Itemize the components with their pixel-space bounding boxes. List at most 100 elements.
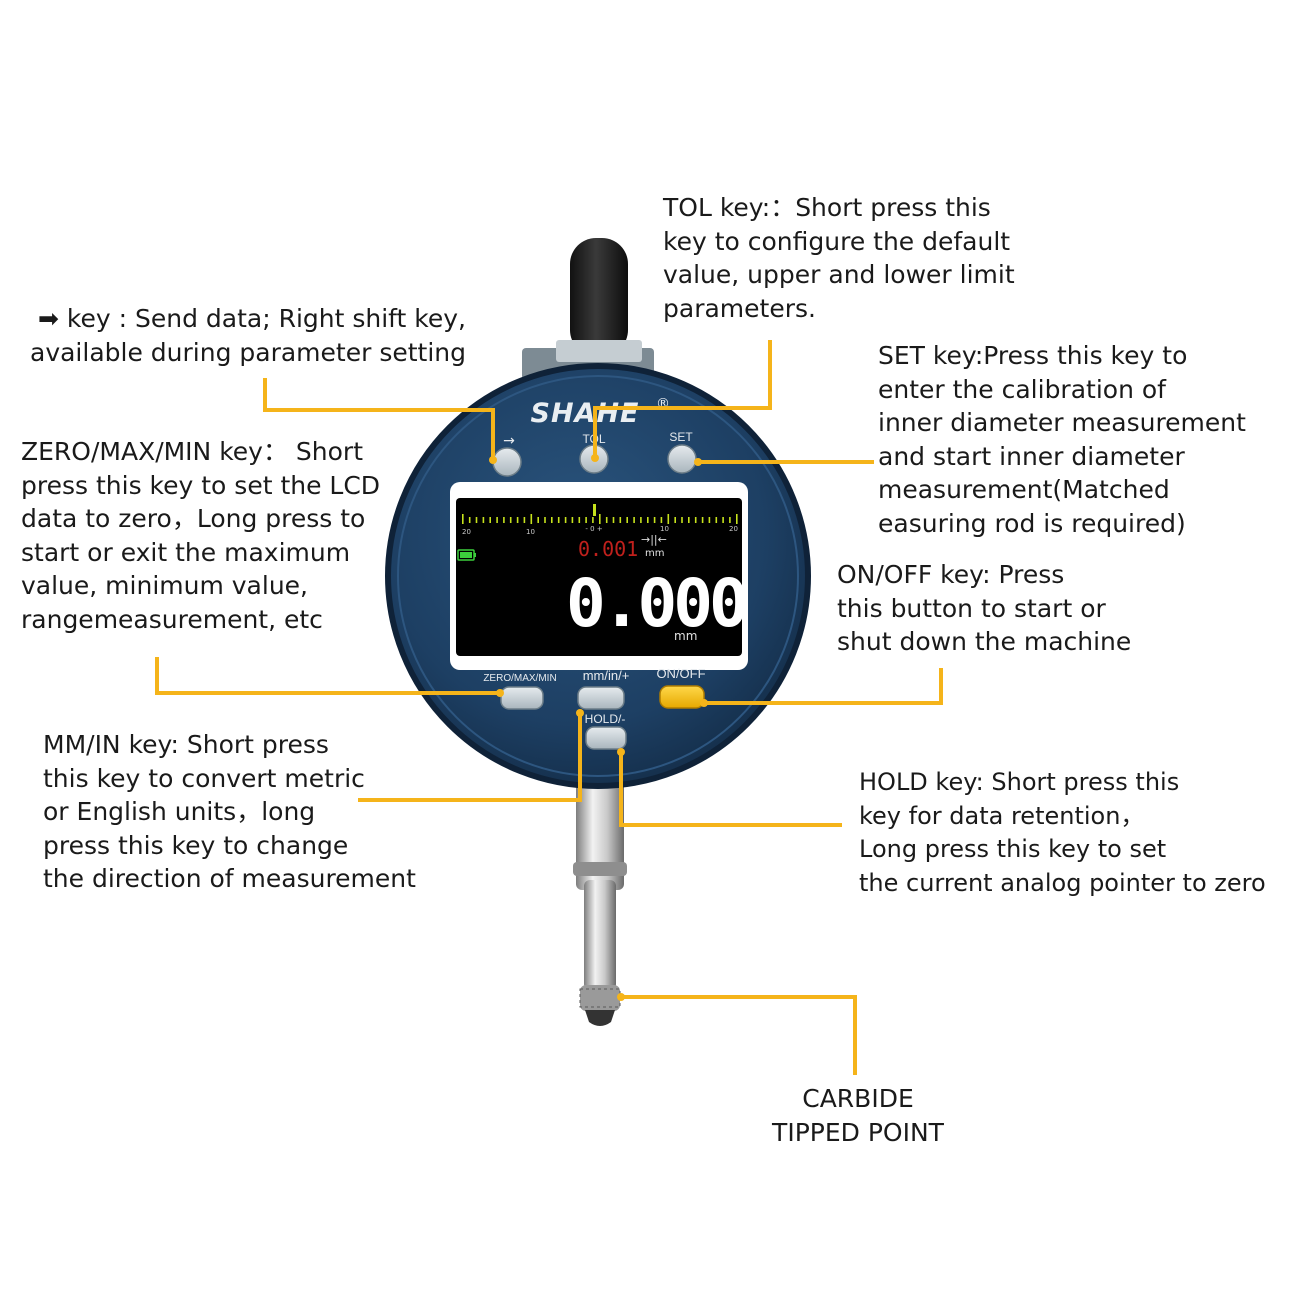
callout-line: CARBIDE: [802, 1084, 914, 1113]
scale-tick: [605, 517, 608, 523]
zero-button-label: ZERO/MAX/MIN: [483, 673, 556, 684]
spindle: [584, 880, 616, 990]
scale-tick: [482, 517, 485, 523]
callout-line: shut down the machine: [837, 627, 1132, 656]
callout-line: ZERO/MAX/MIN key： Short: [21, 437, 364, 466]
callout-line: Long press this key to set: [859, 835, 1167, 863]
send-button[interactable]: [492, 447, 522, 477]
scale-tick: [468, 517, 471, 523]
hold-button-label: HOLD/-: [585, 712, 626, 726]
callout-line: or English units，long: [43, 797, 316, 826]
scale-tick: [537, 517, 539, 523]
scale-tick: [496, 517, 498, 523]
scale-tick: [694, 517, 697, 523]
scale-tick: [530, 514, 533, 524]
callout-onoff-key: ON/OFF key: Press this button to start o…: [837, 558, 1131, 659]
scale-tick: [544, 517, 546, 523]
brand-logo: SHAHE: [531, 398, 640, 429]
scale-tick: [653, 517, 656, 523]
zero-button[interactable]: [500, 686, 544, 710]
lcd-screen: [456, 498, 742, 656]
stem-ring: [573, 862, 627, 876]
scale-tick: [509, 517, 512, 523]
callout-line: and start inner diameter: [878, 441, 1185, 471]
callout-line: key for data retention，: [859, 801, 1145, 830]
scale-tick: [660, 517, 663, 523]
scale-tick: [647, 517, 649, 523]
scale-tick: [516, 517, 519, 523]
callout-line: value, minimum value,: [21, 571, 308, 600]
scale-tick: [475, 517, 478, 523]
top-collar: [556, 340, 642, 362]
callout-line: start or exit the maximum: [21, 537, 351, 567]
leader-zero: [155, 657, 500, 695]
callout-line: HOLD key: Short press this: [859, 768, 1180, 796]
tolerance-readout: 0.001: [578, 537, 638, 561]
hold-button[interactable]: [585, 726, 627, 750]
scale-right-mid-label: 10: [660, 525, 669, 533]
scale-left-mid-label: 10: [526, 528, 535, 536]
onoff-button[interactable]: [659, 685, 705, 709]
scale-tick: [551, 517, 553, 523]
leader-hold: [619, 752, 842, 827]
callout-line: rangemeasurement, etc: [21, 604, 323, 634]
leader-tol: [593, 340, 772, 458]
main-reading: 0.000: [566, 565, 745, 642]
scale-tick: [619, 517, 622, 523]
battery-icon-fill: [460, 552, 472, 558]
callout-line: inner diameter measurement: [878, 408, 1246, 437]
tolerance-arrows-icon: →||←: [641, 533, 667, 546]
callout-line: SET key:Press this key to: [878, 341, 1188, 370]
callout-line: TOL key:：Short press this: [663, 193, 991, 222]
scale-tick: [701, 517, 704, 523]
scale-tick: [489, 517, 491, 523]
scale-tick: [462, 514, 464, 524]
scale-tick: [633, 517, 635, 523]
scale-tick: [571, 517, 574, 523]
scale-tick: [557, 517, 560, 523]
lcd-scale-ticks: [462, 514, 738, 524]
callout-line: data to zero，Long press to: [21, 504, 366, 533]
callout-line: easuring rod is required): [878, 508, 1186, 538]
callout-line: available during parameter setting: [30, 337, 466, 367]
callout-line: parameters.: [663, 293, 816, 323]
set-button[interactable]: [667, 444, 697, 474]
callout-line: value, upper and lower limit: [663, 260, 1015, 289]
scale-tick: [592, 517, 594, 523]
callout-line: TIPPED POINT: [772, 1117, 944, 1147]
callout-line: press this key to change: [43, 830, 349, 860]
lcd-center-pointer: [593, 504, 596, 516]
callout-line: this button to start or: [837, 593, 1106, 623]
scale-tick: [708, 517, 711, 523]
callout-tol-key: TOL key:：Short press this key to configu…: [663, 191, 1015, 325]
scale-tick: [722, 517, 724, 523]
set-button-label: SET: [669, 430, 693, 444]
callout-send-key: ➡ key : Send data; Right shift key, avai…: [30, 302, 466, 369]
top-cap: [570, 238, 628, 356]
scale-tick: [688, 517, 690, 523]
battery-icon-tip: [474, 553, 476, 557]
send-button-label: →: [503, 433, 515, 449]
main-unit: mm: [674, 629, 697, 643]
scale-center-label: - 0 +: [585, 525, 602, 533]
callout-hold-key: HOLD key: Short press this key for data …: [859, 766, 1266, 900]
scale-tick: [715, 517, 718, 523]
scale-tick: [667, 514, 670, 524]
callout-line: measurement(Matched: [878, 475, 1170, 504]
onoff-button-label: ON/OFF: [656, 666, 705, 681]
scale-tick: [503, 517, 505, 523]
leader-dots: [489, 454, 708, 1001]
scale-tick: [681, 517, 683, 523]
callout-line: enter the calibration of: [878, 374, 1166, 404]
callout-mmin-key: MM/IN key: Short press this key to conve…: [43, 728, 416, 896]
mmin-button[interactable]: [577, 686, 625, 710]
scale-tick: [599, 514, 601, 524]
leader-lines: [155, 340, 943, 1075]
callout-set-key: SET key:Press this key to enter the cali…: [878, 339, 1246, 540]
scale-right-label: 20: [729, 525, 738, 533]
scale-tick: [640, 517, 642, 523]
callout-line: the direction of measurement: [43, 864, 416, 893]
scale-tick: [523, 517, 526, 523]
leader-onoff: [704, 668, 943, 705]
